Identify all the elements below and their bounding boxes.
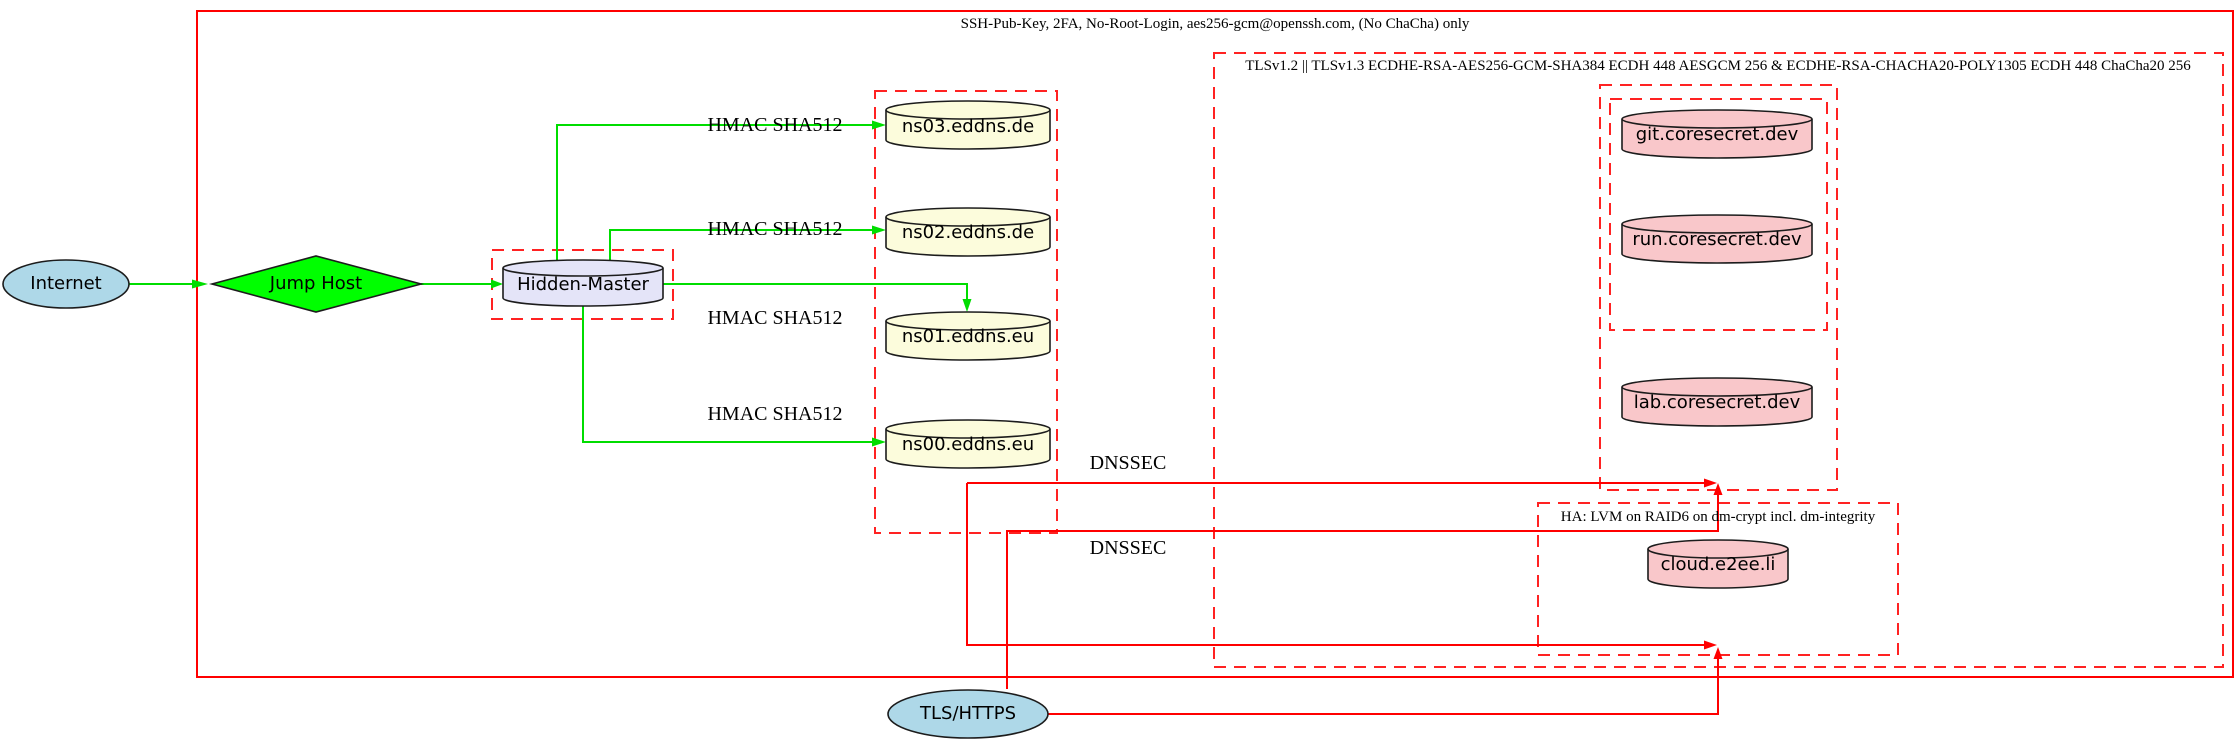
- edge-label-hmac-ns02: HMAC SHA512: [707, 218, 843, 240]
- edge-label-hmac-ns03: HMAC SHA512: [707, 114, 843, 136]
- node-tls-https-label: TLS/HTTPS: [919, 703, 1017, 725]
- node-ns03-shape: [885, 100, 1051, 150]
- cluster-tls-label: TLSv1.2 || TLSv1.3 ECDHE-RSA-AES256-GCM-…: [1245, 57, 2191, 74]
- node-ns00-cylinder-rim: [885, 428, 1051, 439]
- arrowhead-tlshttps-to-coresecret: [1713, 483, 1723, 495]
- node-git-label: git.coresecret.dev: [1635, 124, 1799, 146]
- edge-label-hmac-ns00: HMAC SHA512: [707, 403, 843, 425]
- node-cloud-shape: [1647, 539, 1789, 589]
- edge-hiddenmaster-ns01: [663, 283, 968, 300]
- node-cloud-label: cloud.e2ee.li: [1660, 554, 1776, 576]
- arrowhead-hiddenmaster-ns02: [872, 225, 886, 235]
- node-hidden-master-label: Hidden-Master: [517, 274, 649, 296]
- node-ns02-shape: [885, 207, 1051, 257]
- arrowhead-hiddenmaster-ns03: [872, 120, 886, 130]
- node-cloud-cylinder-rim: [1647, 548, 1789, 559]
- node-ns01-cylinder-rim: [885, 320, 1051, 331]
- node-run-cylinder-rim: [1621, 223, 1813, 234]
- cluster-ssh-box: [196, 10, 2234, 678]
- edge-dnssec-to-ha: [966, 483, 1704, 646]
- arrowhead-hiddenmaster-ns00: [872, 437, 886, 447]
- node-ns01-label: ns01.eddns.eu: [901, 326, 1035, 348]
- node-hidden-master-cylinder-rim: [502, 267, 664, 277]
- node-lab-cylinder-rim: [1621, 386, 1813, 397]
- arrowhead-hiddenmaster-ns01: [962, 299, 972, 312]
- node-git-shape: [1621, 109, 1813, 159]
- arrowhead-jumphost-hiddenmaster: [491, 279, 503, 289]
- edge-tlshttps-to-ha: [1048, 659, 1719, 715]
- node-ns03-cylinder-rim: [885, 109, 1051, 120]
- edge-tlshttps-to-coresecret: [1006, 495, 1719, 689]
- edge-label-dnssec-2: DNSSEC: [1089, 537, 1167, 559]
- node-hidden-master-shape: [502, 259, 664, 307]
- node-lab-label: lab.coresecret.dev: [1633, 392, 1801, 414]
- node-tls-https-shape: [887, 689, 1049, 739]
- cluster-dns-box: [874, 90, 1058, 534]
- edge-hiddenmaster-ns00: [582, 306, 872, 443]
- node-lab-shape: [1621, 377, 1813, 427]
- node-run-shape: [1621, 214, 1813, 264]
- cluster-coresecret-inner-box: [1609, 98, 1828, 331]
- arrowhead-internet-jumphost: [192, 279, 208, 289]
- edge-label-hmac-ns01: HMAC SHA512: [707, 307, 843, 329]
- node-ns02-cylinder-rim: [885, 216, 1051, 227]
- node-internet-label: Internet: [30, 273, 102, 295]
- node-ns01-shape: [885, 311, 1051, 361]
- node-ns02-label: ns02.eddns.de: [901, 222, 1035, 244]
- node-ns00-label: ns00.eddns.eu: [901, 434, 1035, 456]
- node-ns03-label: ns03.eddns.de: [901, 116, 1035, 138]
- edge-hiddenmaster-ns02: [609, 229, 872, 263]
- arrowhead-dnssec-to-ha: [1704, 640, 1717, 650]
- node-jump-host-label: Jump Host: [269, 273, 363, 295]
- cluster-ha-label: HA: LVM on RAID6 on dm-crypt incl. dm-in…: [1560, 508, 1876, 525]
- node-ns00-shape: [885, 419, 1051, 469]
- node-internet-shape: [2, 259, 130, 309]
- node-git-cylinder-rim: [1621, 118, 1813, 129]
- arrowhead-tlshttps-to-ha: [1713, 647, 1723, 659]
- edge-label-dnssec-1: DNSSEC: [1089, 452, 1167, 474]
- cluster-ssh-label: SSH-Pub-Key, 2FA, No-Root-Login, aes256-…: [960, 15, 1470, 32]
- node-run-label: run.coresecret.dev: [1632, 229, 1802, 251]
- node-jump-host-shape: [208, 255, 425, 313]
- arrowhead-dnssec-to-coresecret: [1704, 478, 1717, 488]
- edge-hiddenmaster-ns03: [556, 124, 872, 263]
